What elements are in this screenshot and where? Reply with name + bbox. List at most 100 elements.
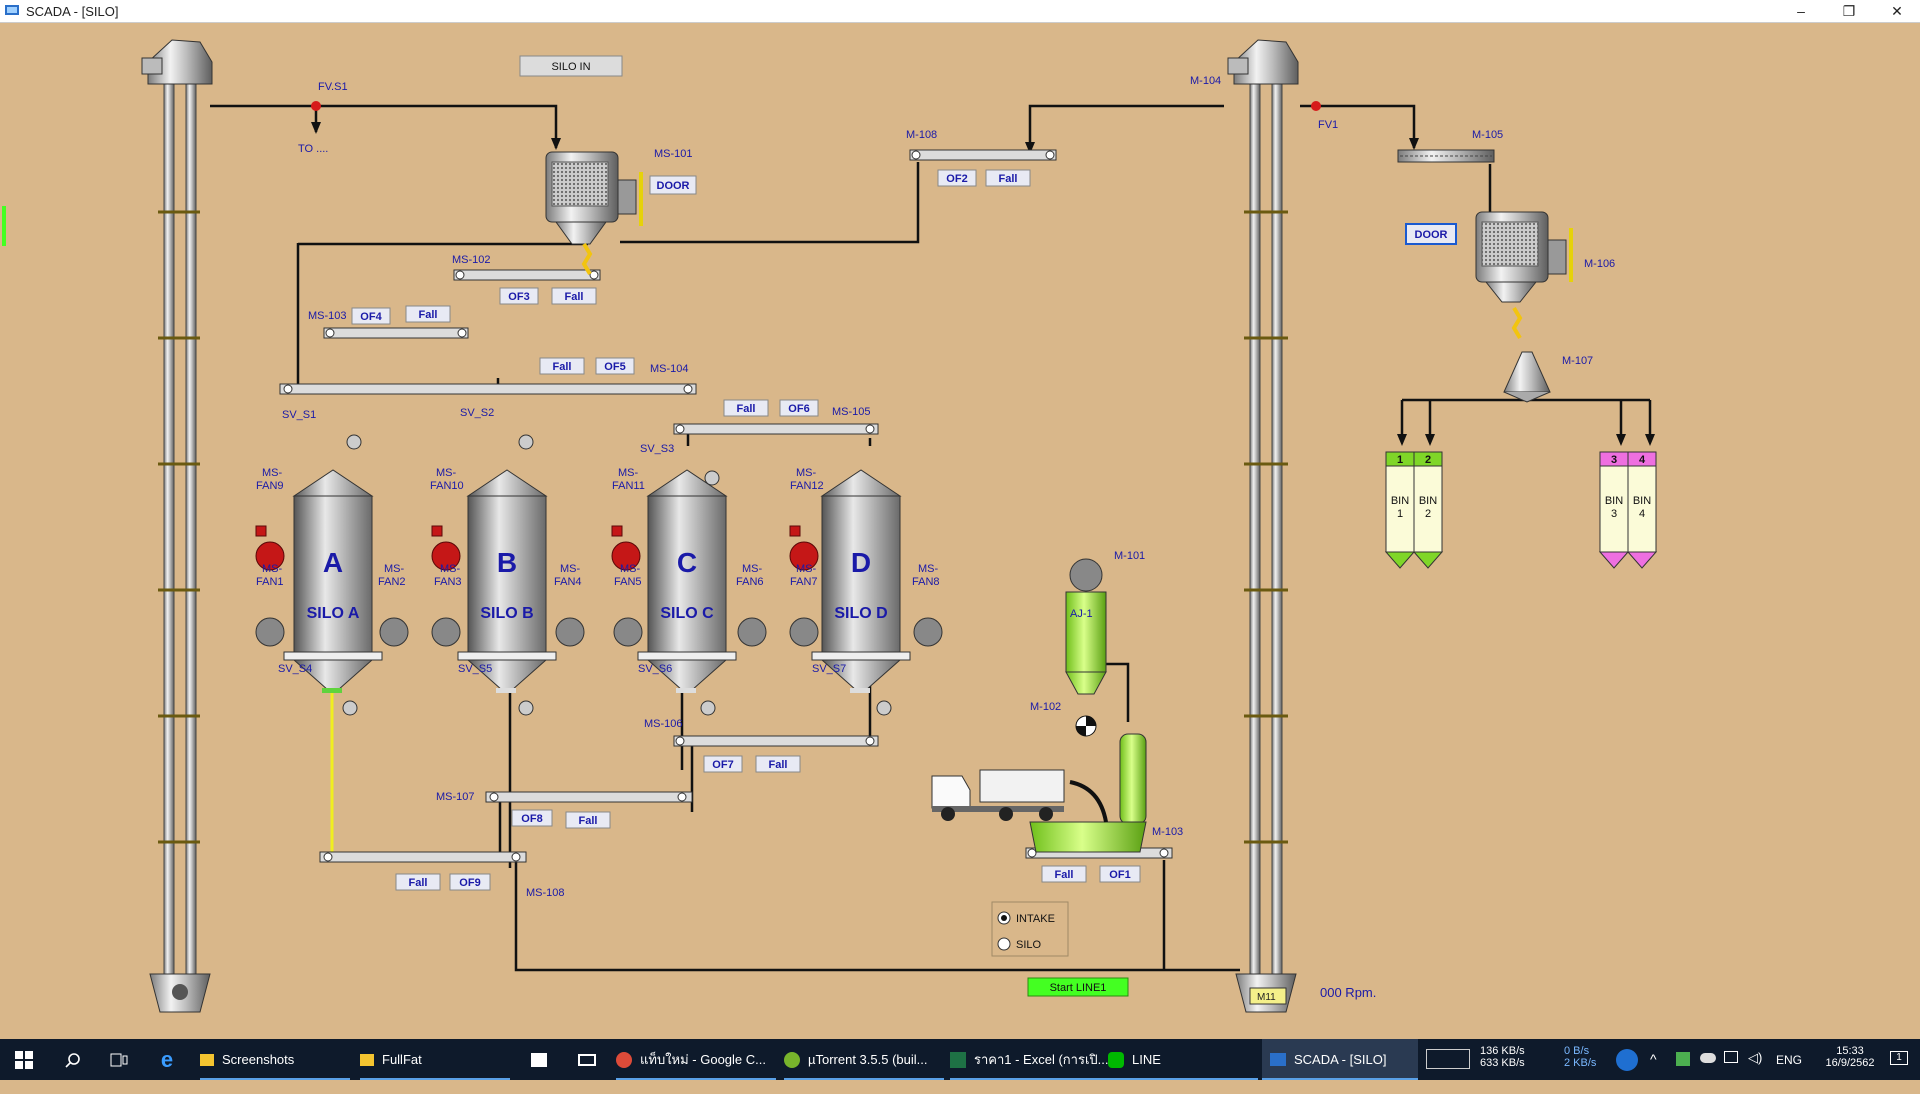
tag-fall-m108[interactable]: Fall — [985, 169, 1031, 187]
tag-fall-ms104[interactable]: Fall — [539, 357, 585, 375]
search-icon[interactable] — [58, 1039, 88, 1080]
fan5-icon[interactable] — [613, 617, 643, 647]
tag-of5[interactable]: OF5 — [595, 357, 635, 375]
bin-4[interactable] — [1626, 451, 1658, 569]
tag-fall-ms107-text: Fall — [579, 815, 598, 827]
fan8-icon[interactable] — [913, 617, 943, 647]
screw-conveyor-m105[interactable] — [1397, 149, 1495, 163]
taskbar-item-scada[interactable]: SCADA - [SILO] — [1262, 1039, 1418, 1080]
close-button[interactable]: ✕ — [1891, 3, 1903, 19]
fan3-icon[interactable] — [431, 617, 461, 647]
fan2-icon[interactable] — [379, 617, 409, 647]
valve-fv1-icon[interactable] — [1311, 101, 1321, 111]
tray-chevron-icon[interactable]: ^ — [1650, 1051, 1657, 1067]
maximize-button[interactable]: ❐ — [1842, 3, 1856, 19]
conveyor-m108[interactable] — [909, 149, 1057, 161]
fan7-icon[interactable] — [789, 617, 819, 647]
tag-of5-text: OF5 — [604, 361, 625, 373]
tag-fall-ms105[interactable]: Fall — [723, 399, 769, 417]
start-line1-button[interactable]: Start LINE1 — [1027, 977, 1129, 997]
tag-of4[interactable]: OF4 — [351, 307, 391, 325]
radio-intake[interactable]: INTAKE — [997, 911, 1055, 925]
notification-icon[interactable]: 1 — [1890, 1051, 1908, 1065]
label-to: TO .... — [298, 143, 328, 155]
silo-d[interactable] — [811, 469, 911, 693]
language-indicator[interactable]: ENG — [1776, 1053, 1803, 1067]
cleaner-ms101[interactable] — [545, 151, 643, 276]
tag-of6[interactable]: OF6 — [779, 399, 819, 417]
bin-2[interactable] — [1412, 451, 1444, 569]
silo-c[interactable] — [637, 469, 737, 693]
tag-fall-ms108[interactable]: Fall — [395, 873, 441, 891]
blower-fan11-icon[interactable] — [611, 525, 641, 571]
tag-of6-text: OF6 — [788, 403, 809, 415]
start-button[interactable] — [10, 1039, 38, 1080]
tag-of8[interactable]: OF8 — [511, 809, 553, 827]
tag-of7[interactable]: OF7 — [703, 755, 743, 773]
conveyor-ms103[interactable] — [323, 327, 469, 339]
taskbar-item-chrome[interactable]: แท็บใหม่ - Google C... — [616, 1039, 776, 1080]
silo-a[interactable] — [283, 469, 383, 693]
dust-collector-aj1[interactable] — [1065, 558, 1107, 695]
conveyor-ms108[interactable] — [319, 851, 527, 863]
task-view-icon[interactable] — [104, 1039, 134, 1080]
sv-s5-indicator[interactable] — [518, 700, 534, 716]
minimize-button[interactable]: – — [1797, 3, 1805, 19]
valve-fvs1-icon[interactable] — [311, 101, 321, 111]
tray-app-icon[interactable] — [1676, 1052, 1690, 1066]
fan-m102-icon[interactable] — [1075, 715, 1097, 737]
blower-fan10-icon[interactable] — [431, 525, 461, 571]
volume-icon[interactable]: ◁) — [1748, 1050, 1763, 1065]
fan4-icon[interactable] — [555, 617, 585, 647]
sv-s7-indicator[interactable] — [876, 700, 892, 716]
intake-hopper — [1029, 733, 1147, 853]
tag-fall-ms103[interactable]: Fall — [405, 305, 451, 323]
tag-fall-ms107[interactable]: Fall — [565, 811, 611, 829]
tag-of3[interactable]: OF3 — [499, 287, 539, 305]
taskbar-item-screenshots[interactable]: Screenshots — [200, 1039, 350, 1080]
silo-b[interactable] — [457, 469, 557, 693]
radio-silo[interactable]: SILO — [997, 937, 1042, 951]
label-ms101: MS-101 — [654, 148, 693, 160]
onedrive-icon[interactable] — [1700, 1053, 1716, 1063]
taskbar-item-fullfat[interactable]: FullFat — [360, 1039, 510, 1080]
conveyor-ms104[interactable] — [279, 383, 697, 395]
sv-s2-indicator[interactable] — [518, 434, 534, 450]
conveyor-ms106[interactable] — [673, 735, 879, 747]
blower-fan9-icon[interactable] — [255, 525, 285, 571]
sv-s6-indicator[interactable] — [700, 700, 716, 716]
store-icon[interactable] — [524, 1039, 554, 1080]
taskbar-item-excel[interactable]: ราคา1 - Excel (การเปิ... — [950, 1039, 1110, 1080]
blower-fan12-icon[interactable] — [789, 525, 819, 571]
sv-s1-indicator[interactable] — [346, 434, 362, 450]
mail-icon[interactable] — [572, 1039, 602, 1080]
bin-3[interactable] — [1598, 451, 1630, 569]
network-icon[interactable] — [1724, 1051, 1738, 1063]
bin-1[interactable] — [1384, 451, 1416, 569]
taskbar-item-line[interactable]: LINE — [1108, 1039, 1258, 1080]
silo-in-button[interactable]: SILO IN — [519, 55, 623, 77]
conveyor-ms102[interactable] — [453, 269, 601, 281]
door-m106-button[interactable]: DOOR — [1405, 223, 1457, 245]
door-ms101-button[interactable]: DOOR — [649, 175, 697, 195]
sv-s3-indicator[interactable] — [704, 470, 720, 486]
tag-of1[interactable]: OF1 — [1099, 865, 1141, 883]
cleaner-m106[interactable] — [1475, 211, 1573, 340]
fan6-icon[interactable] — [737, 617, 767, 647]
fan1-icon[interactable] — [255, 617, 285, 647]
conveyor-ms105[interactable] — [673, 423, 879, 435]
label-svs1: SV_S1 — [282, 409, 316, 421]
network-monitor-icon[interactable] — [1616, 1049, 1638, 1071]
sv-s4-indicator[interactable] — [342, 700, 358, 716]
label-m11: M11 — [1257, 992, 1276, 1003]
taskbar-item-utorrent[interactable]: µTorrent 3.5.5 (buil... — [784, 1039, 944, 1080]
tag-of2[interactable]: OF2 — [937, 169, 977, 187]
tag-of9[interactable]: OF9 — [449, 873, 491, 891]
conveyor-ms107[interactable] — [485, 791, 693, 803]
tag-fall-ms102[interactable]: Fall — [551, 287, 597, 305]
tag-fall-m103[interactable]: Fall — [1041, 865, 1087, 883]
tag-fall-ms106[interactable]: Fall — [755, 755, 801, 773]
distributor-m107[interactable] — [1503, 351, 1551, 403]
edge-browser-icon[interactable]: e — [160, 1046, 174, 1072]
